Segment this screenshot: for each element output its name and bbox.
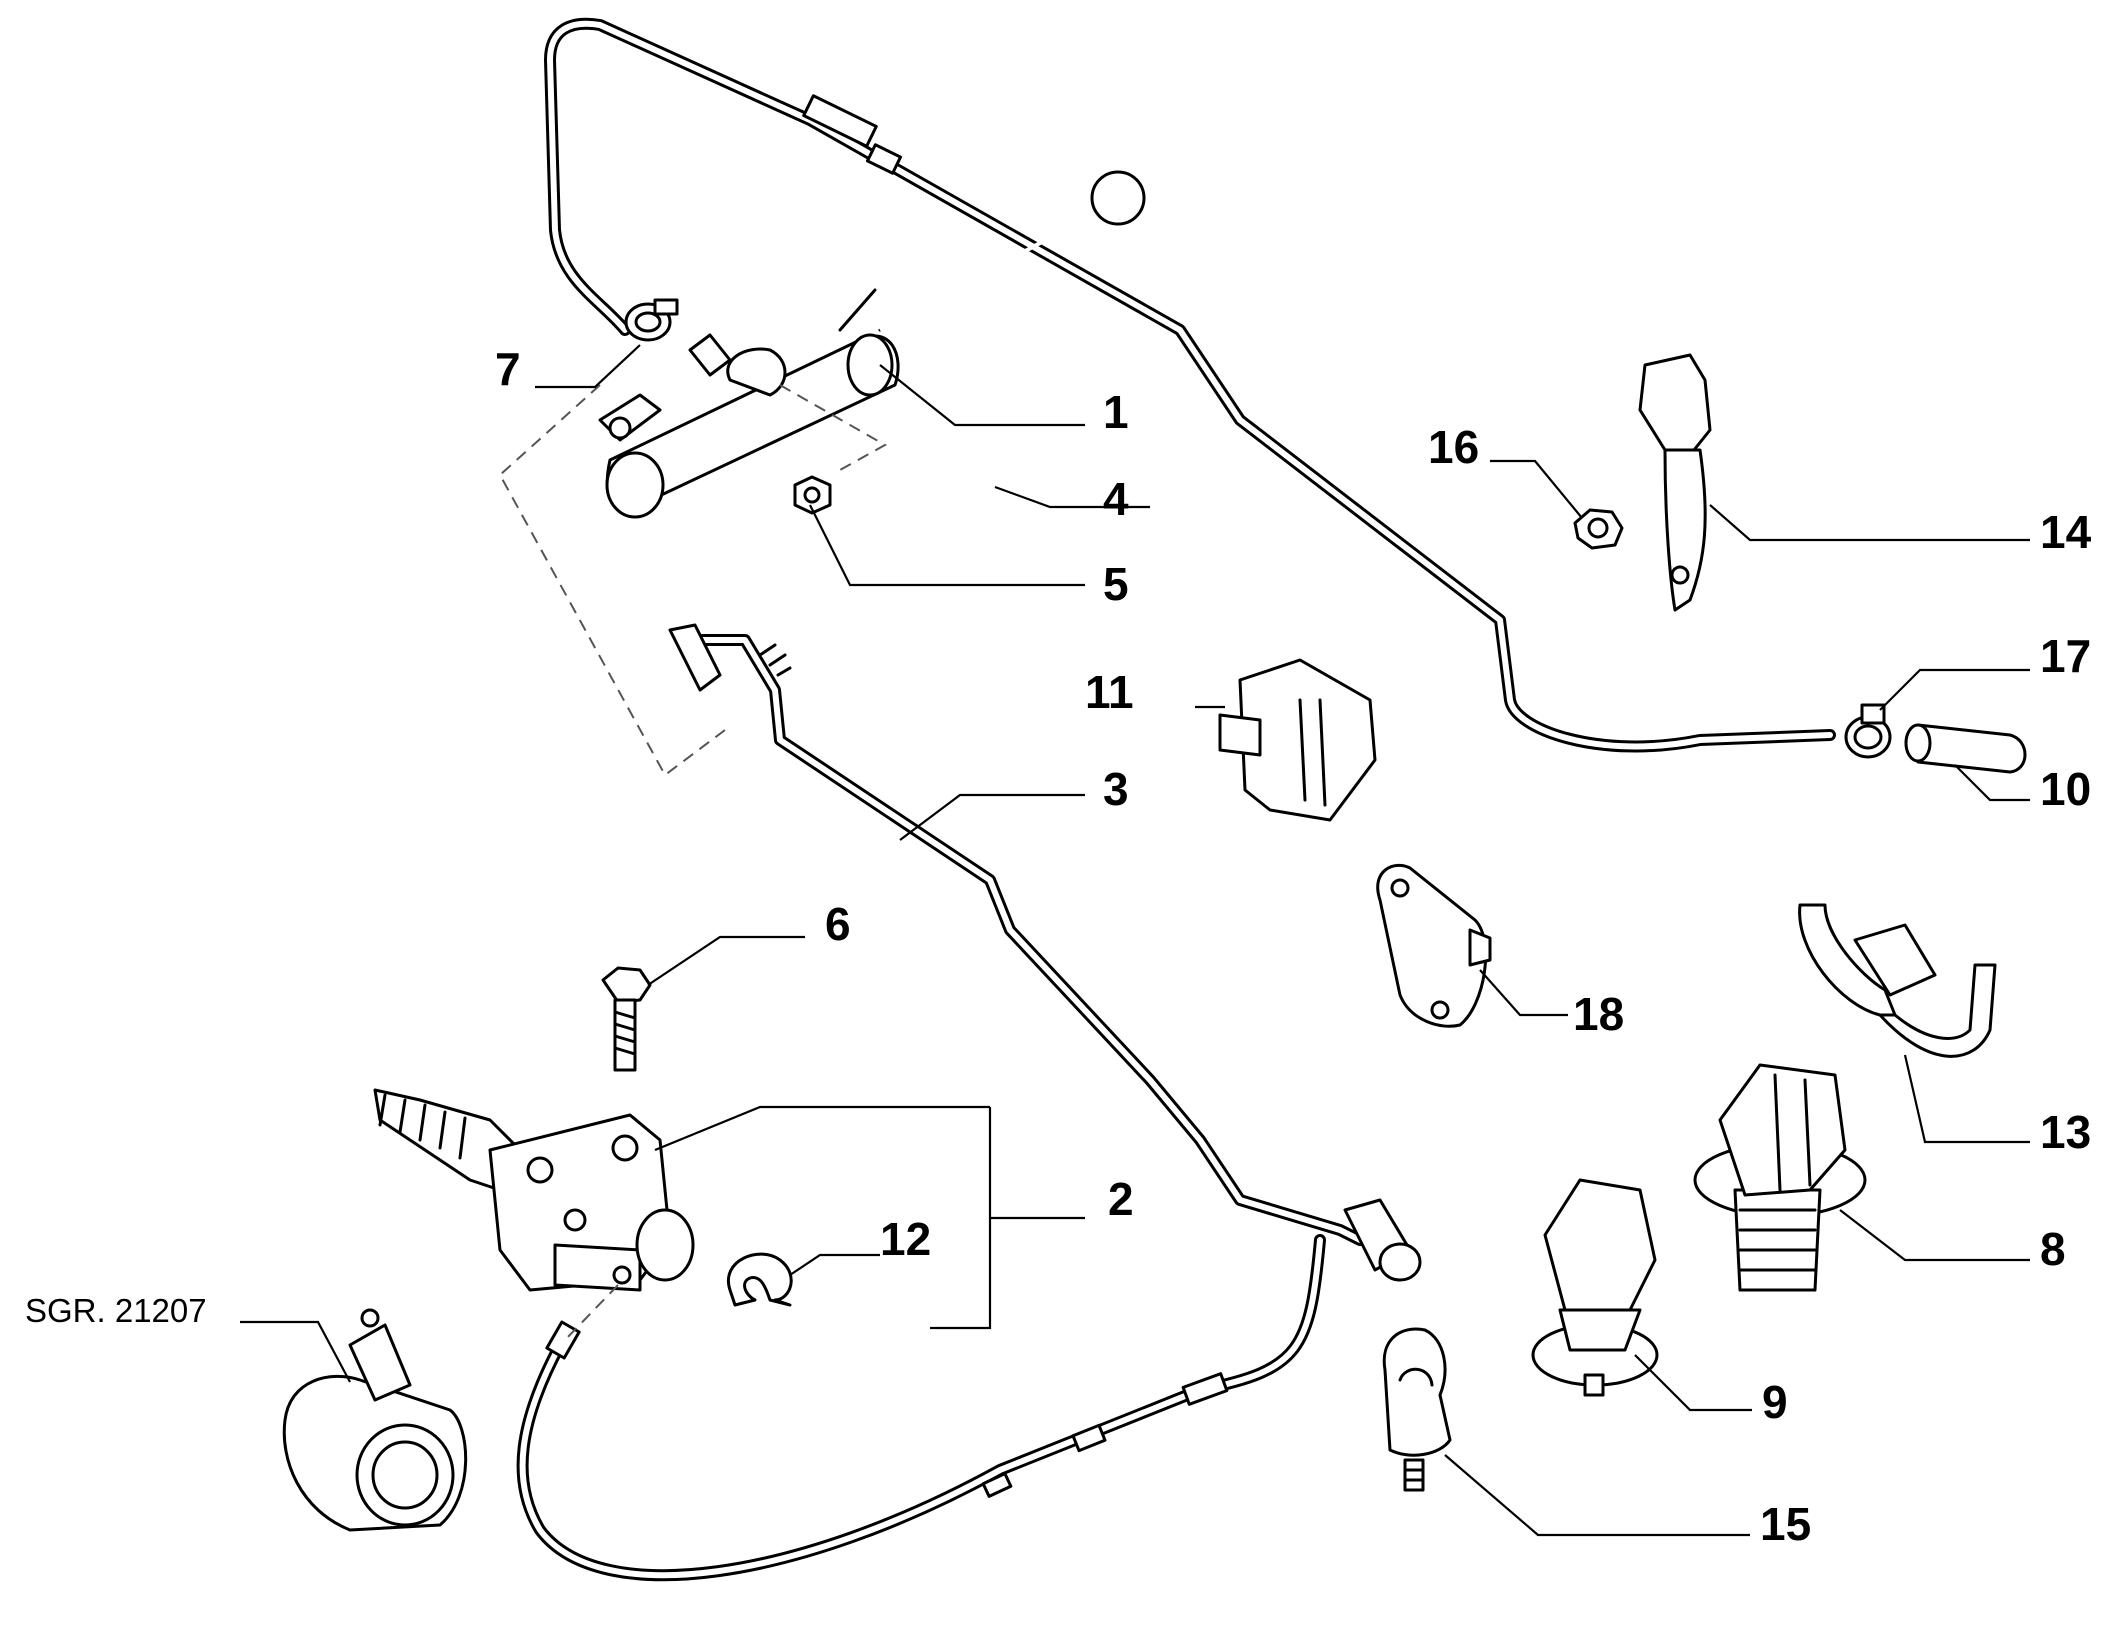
callout-10: 10 [2040, 763, 2091, 815]
part-8-fastener [1693, 1063, 1867, 1292]
callout-5: 5 [1103, 558, 1129, 610]
part-16-nut [1573, 508, 1624, 550]
callout-3: 3 [1103, 763, 1129, 815]
part-6-bolt [601, 966, 652, 1072]
callout-18: 18 [1573, 988, 1624, 1040]
callout-15: 15 [1760, 1498, 1811, 1550]
part-4-hose [544, 17, 1836, 753]
part-18-gasket-plate [1376, 863, 1492, 1028]
part-9-fastener [1531, 1178, 1659, 1397]
part-5-nut [793, 475, 832, 515]
slave-cylinder-assembly [373, 1088, 695, 1341]
callout-7: 7 [495, 343, 521, 395]
callout-17: 17 [2040, 630, 2091, 682]
callout-12: 12 [880, 1213, 931, 1265]
callout-11: 11 [1085, 666, 1134, 718]
sgr-reference-bearing [282, 1308, 468, 1532]
part-12-retaining-clip [726, 1252, 793, 1307]
callout-9: 9 [1762, 1376, 1788, 1428]
callout-6: 6 [825, 898, 851, 950]
part-14-bracket [1638, 353, 1712, 612]
callout-16: 16 [1428, 421, 1479, 473]
part-11-clip [1218, 658, 1377, 822]
assembly-dashed-outline [498, 384, 888, 777]
callout-labels: 1 4 5 7 11 3 6 2 12 SGR. 21207 16 14 17 … [25, 343, 2092, 1550]
callout-8: 8 [2040, 1223, 2066, 1275]
callout-13: 13 [2040, 1106, 2091, 1158]
callout-14: 14 [2040, 506, 2092, 558]
part-1-master-cylinder [598, 170, 1146, 519]
callout-4: 4 [1103, 473, 1129, 525]
leader-lines [240, 344, 2030, 1537]
part-15-clip [1382, 1327, 1452, 1492]
part-2-lower-hose [516, 1234, 1326, 1582]
part-13-clip [1798, 903, 1997, 1058]
callout-1: 1 [1103, 386, 1129, 438]
part-17-hose-clamp [1844, 703, 1892, 759]
reference-label: SGR. 21207 [25, 1292, 207, 1329]
part-7-hose-clamp [624, 298, 679, 342]
callout-2: 2 [1108, 1173, 1134, 1225]
part-10-hose-plug [1904, 723, 2027, 774]
part-3-rigid-pipe [668, 623, 1366, 1246]
pipe-connector [1343, 1198, 1422, 1282]
